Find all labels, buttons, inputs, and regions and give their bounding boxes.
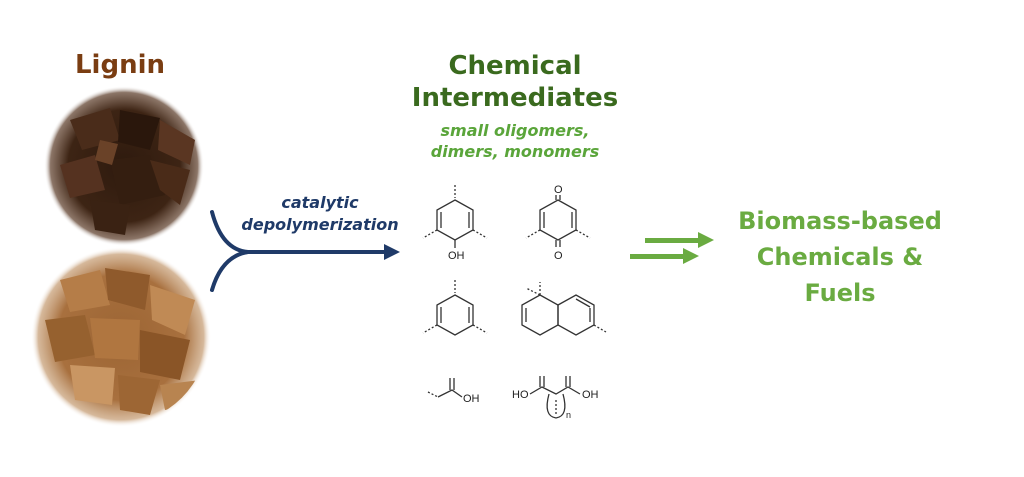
structure-diacid <box>529 376 581 419</box>
depolymerization-arrow <box>210 210 400 292</box>
intermediates-title: Chemical Intermediates <box>380 50 650 114</box>
phenol-oh-label: OH <box>448 250 465 262</box>
products-arrow <box>630 232 714 264</box>
intermediates-subtitle: small oligomers, dimers, monomers <box>380 120 650 162</box>
quinone-o-bottom-label: O <box>554 250 563 262</box>
process-label-line1: catalytic <box>281 193 359 212</box>
diacid-n-label: n <box>566 410 571 420</box>
structure-benzene <box>422 280 488 336</box>
structure-acid <box>427 378 463 398</box>
products-line1: Biomass-based <box>738 207 942 235</box>
intermediates-subtitle-line1: small oligomers, <box>440 121 590 140</box>
products-line3: Fuels <box>804 279 876 307</box>
quinone-o-top-label: O <box>554 184 563 196</box>
products-line2: Chemicals & <box>756 243 924 271</box>
products-label: Biomass-based Chemicals & Fuels <box>700 203 980 311</box>
diacid-oh-label: OH <box>582 389 599 401</box>
lignin-title: Lignin <box>74 50 166 80</box>
diacid-ho-label: HO <box>512 389 529 401</box>
process-label-line2: depolymerization <box>241 215 399 234</box>
structure-naphthalene <box>521 282 607 336</box>
structure-quinone <box>525 195 591 247</box>
lignin-photo-light <box>31 247 211 427</box>
process-label: catalytic depolymerization <box>226 192 414 236</box>
intermediates-title-line2: Intermediates <box>411 83 619 113</box>
chemical-structures <box>422 185 607 419</box>
intermediates-subtitle-line2: dimers, monomers <box>430 142 600 161</box>
structure-phenol <box>422 185 488 248</box>
intermediates-title-line1: Chemical <box>448 51 582 81</box>
lignin-photo-dark <box>44 86 204 246</box>
acid-oh-label: OH <box>463 393 480 405</box>
